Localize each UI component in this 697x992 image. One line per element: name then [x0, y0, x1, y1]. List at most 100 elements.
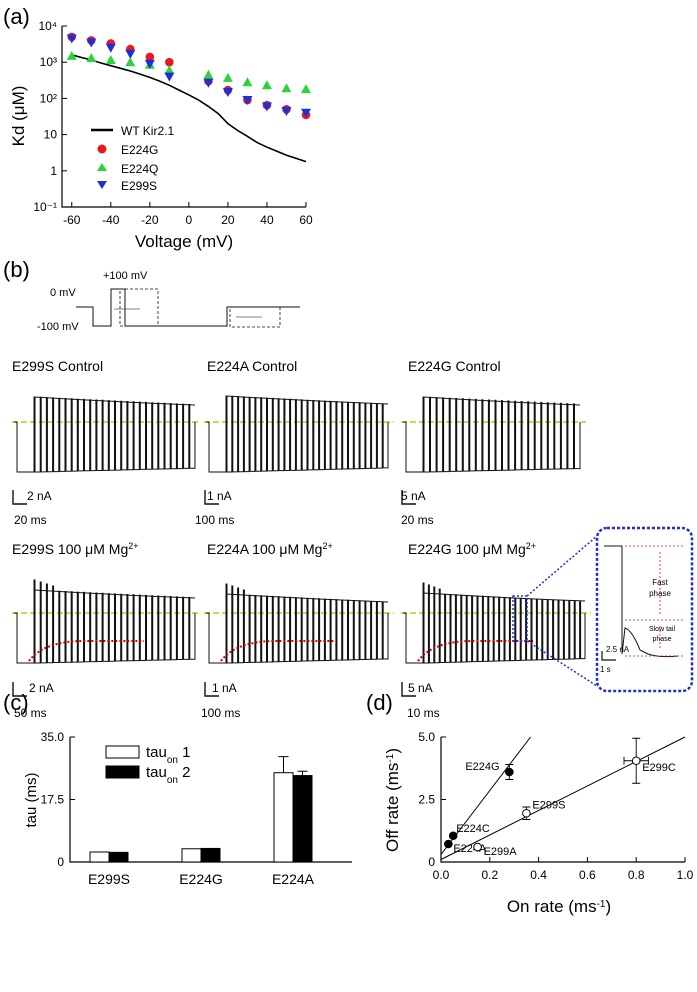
- point-e224q: [301, 84, 311, 94]
- legend-a: WT Kir2.1 E224G E224Q E299S: [91, 124, 174, 193]
- legend-label-tau1: tauon 1: [146, 744, 191, 766]
- y-axis-label-a: Kd (μM): [9, 86, 28, 147]
- bar-e299s-tau2: [108, 851, 129, 863]
- point-e224q: [203, 69, 214, 79]
- protocol-label-plus100: +100 mV: [103, 270, 148, 282]
- point-e224c: [448, 831, 458, 841]
- x-tick-label-d: 0.4: [530, 868, 547, 882]
- point-e224q: [66, 50, 77, 60]
- point-label-e224a: E224A: [453, 843, 487, 855]
- scale-x-e224a-mg: 100 ms: [201, 706, 240, 720]
- data-marks-a: [66, 32, 311, 163]
- scale-x-e224g-mg: 10 ms: [407, 706, 440, 720]
- y-tick-label-c: 17.5: [41, 793, 65, 807]
- point-label-e299s: E299S: [532, 799, 565, 811]
- protocol-dashed-box-1: [119, 288, 159, 327]
- x-tick-label-a: 20: [221, 213, 235, 227]
- x-axis-label-a: Voltage (mV): [135, 232, 233, 251]
- point-e224g: [505, 767, 514, 777]
- point-e299s: [261, 102, 272, 112]
- y-axis-label-d: Off rate (ms-1): [383, 748, 402, 852]
- y-ticks-c: 0 17.5 35.0: [41, 730, 75, 869]
- outward-envelope: [33, 589, 196, 599]
- panel-label-a: (a): [3, 4, 30, 29]
- point-label-e224g: E224G: [465, 761, 499, 773]
- trace-panel: [204, 395, 394, 505]
- x-tick-label-d: 1.0: [677, 868, 694, 882]
- point-e224q: [86, 53, 97, 63]
- fit-line-open: [440, 736, 686, 860]
- point-e299s: [203, 78, 214, 88]
- outward-envelope: [33, 396, 196, 406]
- x-tick-label-a: -40: [102, 213, 120, 227]
- current-trace: [403, 396, 581, 473]
- axis-frame-a: [61, 26, 306, 208]
- point-e299a: [473, 842, 482, 852]
- fit-lines-d: [440, 736, 686, 860]
- x-tick-label-a: -20: [141, 213, 159, 227]
- trace-panel: [12, 579, 201, 697]
- scale-y-e224g-control: 5 nA: [401, 489, 426, 503]
- x-axis-label-d: On rate (ms-1): [507, 897, 611, 916]
- x-tick-label-a: 60: [299, 213, 313, 227]
- trace-title-e224a-control: E224A Control: [207, 358, 297, 374]
- point-e299s: [522, 808, 531, 818]
- outward-envelope: [225, 593, 389, 603]
- point-e299s: [86, 38, 97, 48]
- zoom-connector-top: [526, 535, 598, 597]
- x-tick-label-d: 0.8: [628, 868, 645, 882]
- inset-slow: Slow tail: [649, 626, 676, 633]
- protocol-waveform: [76, 288, 300, 327]
- point-e299s: [105, 43, 116, 53]
- point-e224q: [261, 80, 272, 90]
- protocol-label-minus100: -100 mV: [37, 321, 79, 333]
- inset-scale-y: 2.5 nA: [606, 645, 630, 654]
- point-e299c: [631, 756, 641, 766]
- panel-label-c: (c): [3, 690, 29, 715]
- y-tick-label-c: 0: [57, 855, 64, 869]
- y-tick-label-c: 35.0: [41, 730, 65, 744]
- y-tick-label-a: 10⁻¹: [33, 200, 57, 214]
- point-e299s: [222, 88, 233, 98]
- scale-bar: [401, 682, 416, 697]
- point-e299s: [125, 49, 136, 59]
- y-tick-label-a: 10³: [40, 55, 57, 69]
- y-tick-label-a: 10: [44, 128, 58, 142]
- x-tick-label-d: 0.2: [481, 868, 498, 882]
- x-tick-label-d: 0.6: [579, 868, 596, 882]
- point-e299s: [281, 106, 292, 116]
- legend-marker-e224g: [97, 144, 107, 154]
- inset-fast: Fast: [652, 578, 668, 587]
- protocol-label-0mv: 0 mV: [50, 287, 76, 299]
- scale-bar: [12, 682, 27, 697]
- x-tick-label-a: 40: [260, 213, 274, 227]
- scale-y-e224a-mg: 1 nA: [212, 681, 237, 695]
- bar-e224a-tau1: [273, 772, 294, 863]
- point-label-e299a: E299A: [484, 846, 518, 858]
- point-e224q: [281, 83, 292, 93]
- point-e224q: [242, 77, 253, 87]
- point-label-e224c: E224C: [456, 823, 490, 835]
- tail-current-inset: Fast phase Slow tail phase 2.5 nA 1 s: [595, 526, 694, 693]
- current-traces: [12, 395, 598, 697]
- scale-y-e299s-control: 2 nA: [27, 489, 52, 503]
- scale-x-e224g-control: 20 ms: [401, 513, 434, 527]
- voltage-protocol-diagram: +100 mV 0 mV -100 mV: [37, 270, 300, 333]
- point-e224q: [125, 57, 136, 67]
- legend-swatch-tau2: [105, 765, 140, 779]
- trace-title-e299s-mg: E299S 100 μM Mg2+: [12, 541, 139, 557]
- scale-x-e299s-control: 20 ms: [14, 513, 47, 527]
- current-trace: [14, 396, 196, 473]
- exponential-fit: [417, 640, 533, 662]
- trace-title-e224g-control: E224G Control: [408, 358, 501, 374]
- outward-envelope: [422, 592, 586, 602]
- legend-label-e224q: E224Q: [121, 162, 158, 176]
- outward-envelope: [225, 395, 389, 405]
- y-tick-label-d: 5.0: [418, 730, 435, 744]
